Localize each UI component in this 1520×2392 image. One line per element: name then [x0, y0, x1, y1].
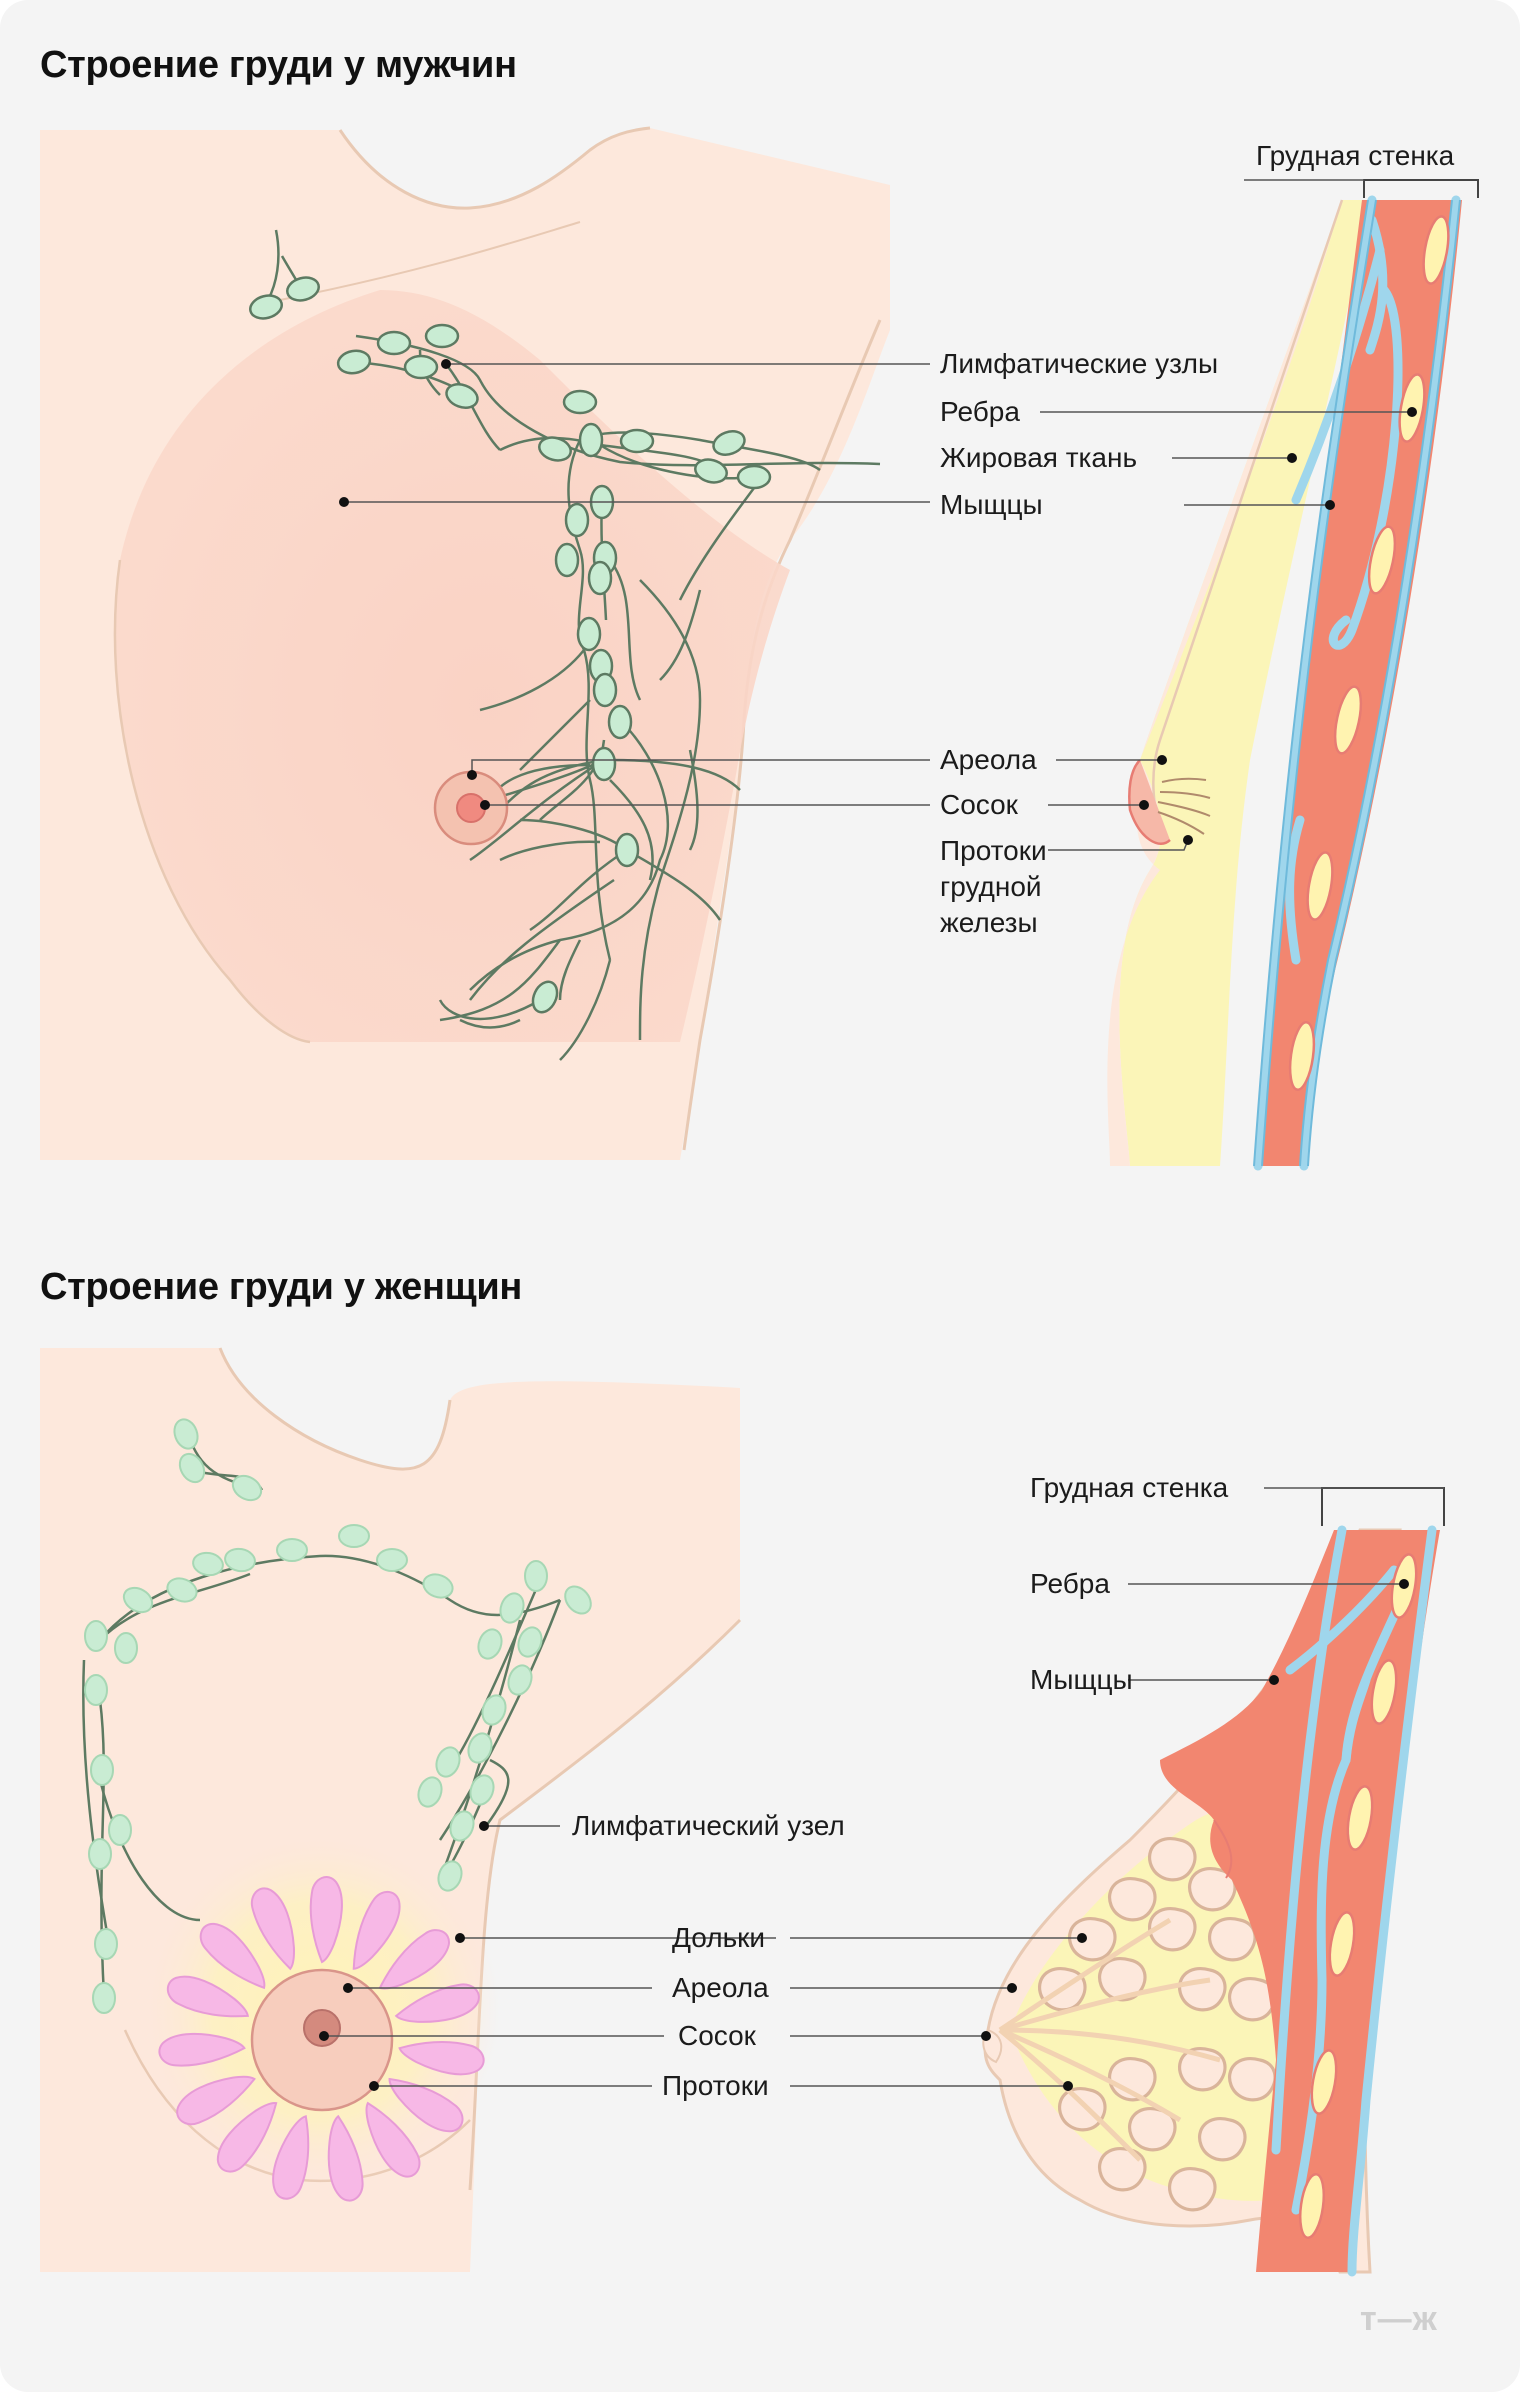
label-female-lymph-node: Лимфатический узел	[572, 1810, 845, 1841]
label-female-ribs: Ребра	[1030, 1568, 1110, 1599]
male-section-title: Строение груди у мужчин	[40, 44, 517, 86]
label-female-chest-wall: Грудная стенка	[1030, 1472, 1229, 1503]
label-male-chest-wall: Грудная стенка	[1256, 140, 1455, 171]
male-cross-section	[1107, 179, 1479, 1171]
label-male-muscles: Мыщцы	[940, 489, 1043, 520]
female-front-view	[40, 1347, 742, 2272]
label-female-muscles: Мыщцы	[1030, 1664, 1133, 1695]
label-female-lobules: Дольки	[672, 1922, 766, 1953]
brand-logo: т—ж	[1360, 2300, 1438, 2338]
female-section-title: Строение груди у женщин	[40, 1266, 523, 1308]
label-female-areola: Ареола	[672, 1972, 769, 2003]
label-female-ducts: Протоки	[662, 2070, 769, 2101]
label-female-nipple: Сосок	[678, 2020, 756, 2051]
label-male-lymph-nodes: Лимфатические узлы	[940, 348, 1219, 379]
label-male-nipple: Сосок	[940, 789, 1018, 820]
female-cross-section	[982, 1487, 1445, 2277]
label-male-areola: Ареола	[940, 744, 1037, 775]
label-male-ribs: Ребра	[940, 396, 1020, 427]
male-front-view	[40, 126, 890, 1160]
leader-lines	[324, 179, 1444, 2087]
leader-dots	[319, 359, 1417, 2091]
label-male-ducts: Протоки грудной железы	[940, 835, 1047, 938]
label-male-fat: Жировая ткань	[940, 442, 1138, 473]
